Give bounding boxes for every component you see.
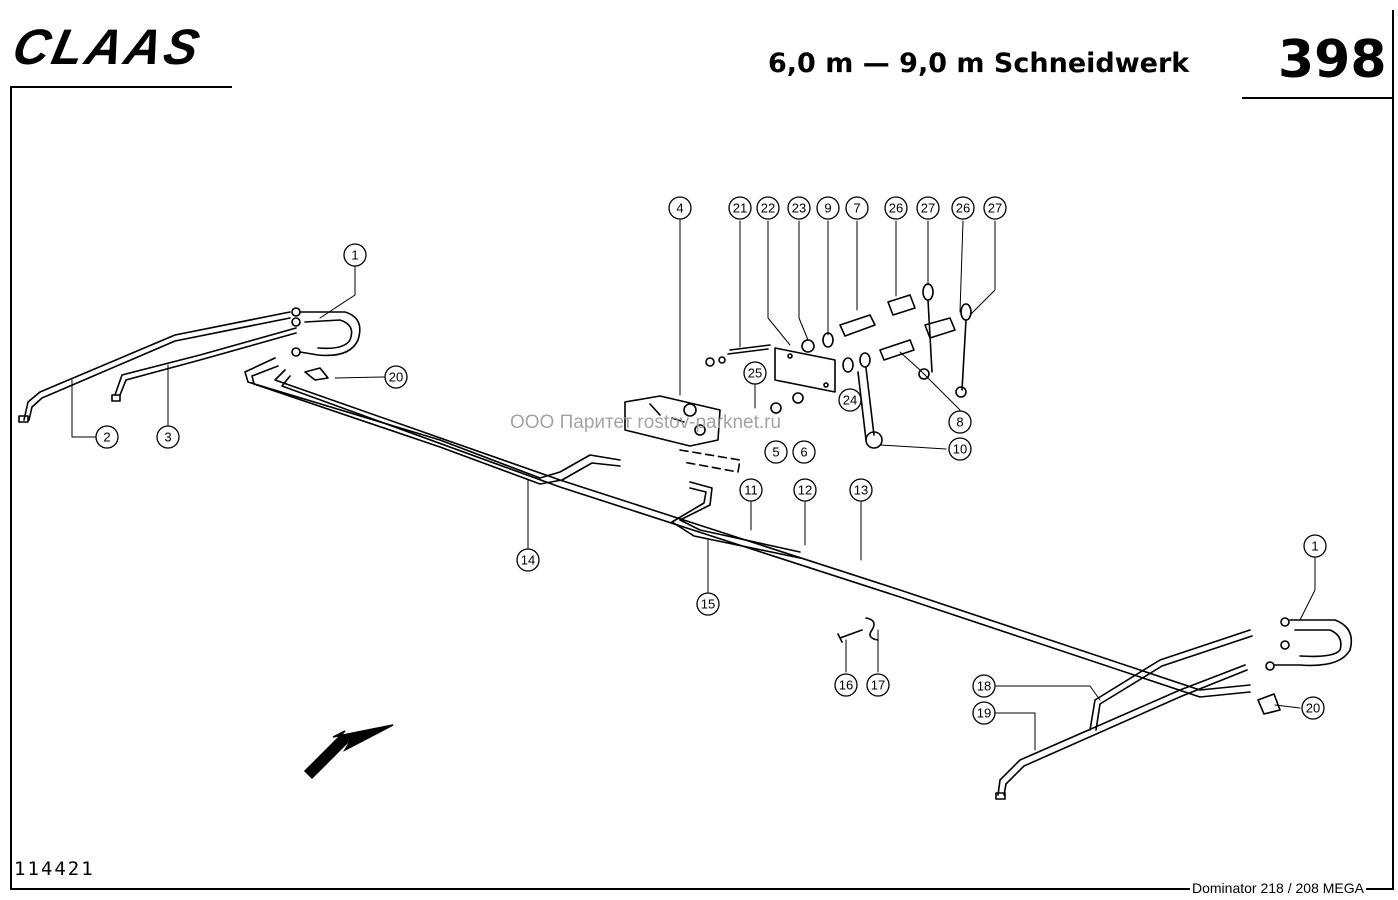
callout-26-first: 26 bbox=[889, 201, 903, 216]
callout-7: 7 bbox=[853, 201, 860, 216]
hydraulic-hose-right bbox=[1265, 617, 1353, 671]
callout-20-right: 20 bbox=[1306, 701, 1320, 716]
callout-9: 9 bbox=[824, 201, 831, 216]
direction-arrow-icon bbox=[303, 724, 394, 780]
callout-21: 21 bbox=[733, 201, 747, 216]
callout-26-second: 26 bbox=[956, 201, 970, 216]
page-number-underline bbox=[1242, 97, 1394, 99]
callout-4: 4 bbox=[676, 201, 683, 216]
frame-bottom-border bbox=[10, 888, 1394, 890]
callout-19: 19 bbox=[977, 706, 991, 721]
mounting-plate bbox=[774, 347, 836, 393]
callout-10: 10 bbox=[953, 442, 967, 457]
pipe-19 bbox=[995, 664, 1248, 800]
page-number: 398 bbox=[1278, 30, 1387, 90]
callout-3: 3 bbox=[164, 430, 171, 445]
callout-8: 8 bbox=[956, 415, 963, 430]
logo-underline bbox=[10, 86, 232, 88]
callout-20-left: 20 bbox=[389, 370, 403, 385]
frame-right-border bbox=[1392, 10, 1394, 890]
pipe-18 bbox=[1089, 629, 1253, 731]
fitting-26a bbox=[887, 294, 916, 316]
watermark: ООО Паритет rostov-parknet.ru bbox=[510, 412, 782, 433]
callout-18: 18 bbox=[977, 679, 991, 694]
drawing-number: 114421 bbox=[14, 858, 95, 880]
callout-15: 15 bbox=[701, 597, 715, 612]
page-title: 6,0 m — 9,0 m Schneidwerk bbox=[768, 48, 1190, 79]
model-label: Dominator 218 / 208 MEGA bbox=[1190, 880, 1366, 896]
callout-22: 22 bbox=[761, 201, 775, 216]
clamp-right bbox=[1257, 693, 1281, 715]
callout-27-second: 27 bbox=[988, 201, 1002, 216]
callout-6: 6 bbox=[800, 445, 807, 460]
pipe-3 bbox=[111, 327, 297, 402]
callout-17: 17 bbox=[871, 678, 885, 693]
pipe-2 bbox=[18, 311, 291, 423]
callout-14: 14 bbox=[521, 553, 535, 568]
valve-block bbox=[624, 395, 741, 473]
callout-5: 5 bbox=[772, 445, 779, 460]
fitting-8 bbox=[879, 339, 915, 361]
bolt-16 bbox=[837, 629, 863, 643]
callout-24: 24 bbox=[843, 393, 857, 408]
callout-11: 11 bbox=[744, 483, 758, 498]
callout-16: 16 bbox=[839, 678, 853, 693]
callout-12: 12 bbox=[798, 483, 812, 498]
callout-23: 23 bbox=[792, 201, 806, 216]
fitting-26b bbox=[924, 317, 956, 339]
clip-17 bbox=[865, 617, 879, 641]
callout-1-left: 1 bbox=[351, 248, 358, 263]
hydraulic-hose-left bbox=[291, 307, 361, 357]
callout-13: 13 bbox=[854, 483, 868, 498]
pipe-13 bbox=[274, 369, 1251, 698]
pipe-15 bbox=[671, 481, 801, 559]
callout-27-first: 27 bbox=[921, 201, 935, 216]
callout-25: 25 bbox=[748, 366, 762, 381]
callout-1-right: 1 bbox=[1311, 539, 1318, 554]
clamp-left bbox=[304, 367, 329, 381]
pipe-14 bbox=[244, 357, 621, 485]
frame-left-border bbox=[10, 88, 12, 890]
fitting-7 bbox=[839, 314, 876, 337]
callout-2: 2 bbox=[103, 430, 110, 445]
